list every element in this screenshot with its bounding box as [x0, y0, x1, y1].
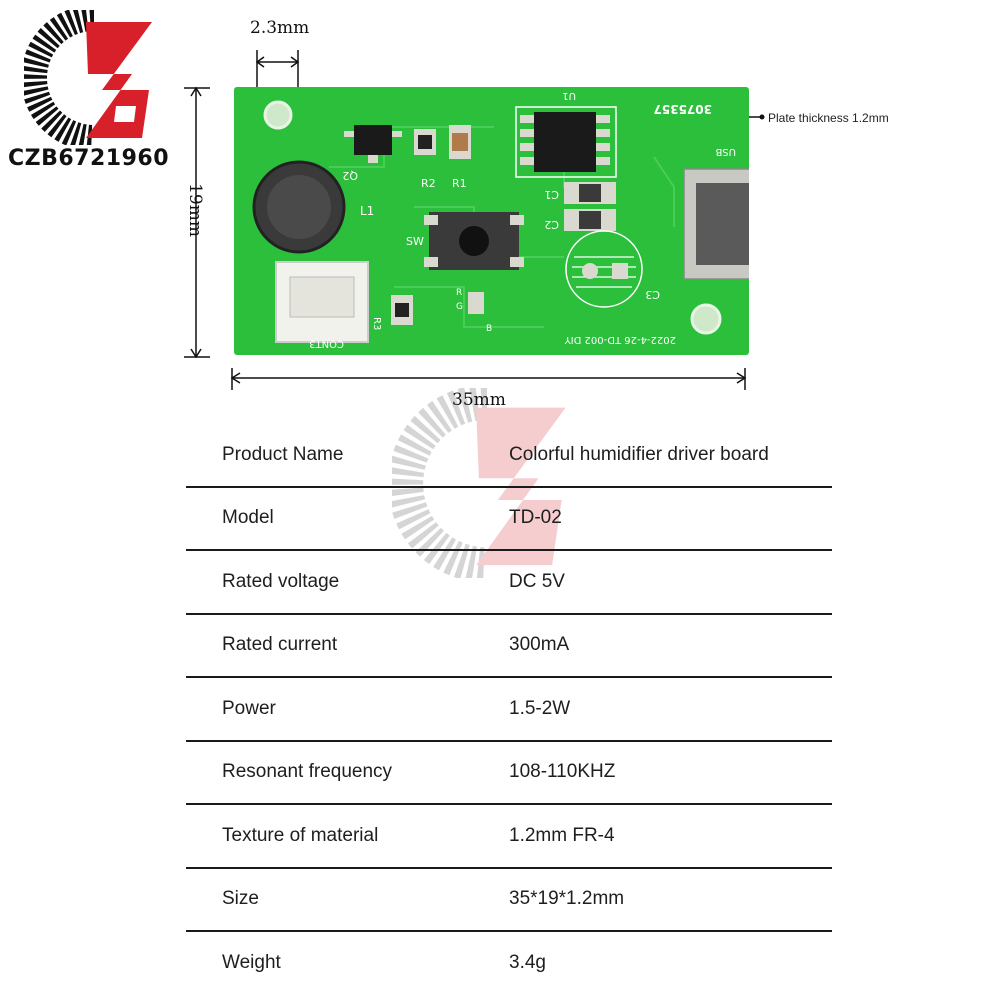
- serial-number: 3075357: [654, 102, 712, 116]
- spec-key: Rated current: [222, 634, 338, 656]
- capacitor-c3-outline: [565, 230, 643, 308]
- label-c2: C2: [544, 218, 559, 231]
- table-row: Size 35*19*1.2mm: [186, 869, 832, 932]
- label-l1: L1: [360, 204, 374, 218]
- label-c1: C1: [544, 188, 559, 201]
- spec-value: TD-02: [509, 507, 562, 529]
- label-r1: R1: [452, 177, 467, 190]
- spec-key: Weight: [222, 951, 281, 973]
- width-label: 35mm: [452, 390, 506, 410]
- logo-z-mark: [86, 22, 152, 138]
- ic-u1: [534, 112, 596, 172]
- table-row: Texture of material 1.2mm FR-4: [186, 805, 832, 869]
- table-row: Rated voltage DC 5V: [186, 551, 832, 615]
- spec-value: 1.2mm FR-4: [509, 824, 615, 846]
- spec-key: Texture of material: [222, 824, 379, 846]
- spec-value: 35*19*1.2mm: [509, 888, 625, 910]
- spec-value: Colorful humidifier driver board: [509, 443, 769, 465]
- label-led-b: B: [486, 324, 492, 334]
- label-cont3: CONT3: [309, 338, 344, 349]
- table-row: Rated current 300mA: [186, 615, 832, 678]
- label-usb: USB: [715, 146, 736, 157]
- table-row: Power 1.5-2W: [186, 678, 832, 742]
- hole-spacing-label: 2.3mm: [250, 18, 310, 38]
- dimension-lines: [184, 50, 765, 390]
- spec-table: Product Name Colorful humidifier driver b…: [186, 424, 832, 994]
- transistor-q2: [354, 125, 392, 155]
- table-row: Model TD-02: [186, 488, 832, 551]
- board-date-label: 2022-4-26 TD-002 DIY: [564, 334, 676, 345]
- spec-key: Resonant frequency: [222, 761, 393, 783]
- spec-value: DC 5V: [509, 570, 565, 592]
- label-sw: SW: [406, 235, 424, 248]
- switch-button: [459, 226, 489, 256]
- label-q2: Q2: [342, 169, 358, 182]
- ic-outline: [515, 106, 617, 178]
- spec-key: Power: [222, 697, 276, 719]
- table-row: Weight 3.4g: [186, 932, 832, 994]
- spec-value: 3.4g: [509, 951, 546, 973]
- spec-key: Rated voltage: [222, 570, 340, 592]
- height-label: 19mm: [184, 183, 205, 237]
- label-u1: U1: [562, 90, 576, 101]
- spec-key: Product Name: [222, 443, 344, 465]
- brand-logo: [24, 10, 152, 145]
- pcb-board: L1 Q2 R2 R1 U1 3075357 C1 C2 SW C3 USB: [234, 87, 749, 355]
- table-row: Product Name Colorful humidifier driver b…: [186, 424, 832, 488]
- spec-key: Size: [222, 888, 259, 910]
- mounting-hole: [263, 100, 293, 130]
- label-r3: R3: [371, 317, 382, 330]
- label-led-r: R: [456, 288, 462, 298]
- spec-value: 108-110KHZ: [509, 761, 616, 783]
- spec-value: 1.5-2W: [509, 697, 571, 719]
- plate-thickness-note: Plate thickness 1.2mm: [768, 111, 889, 125]
- table-row: Resonant frequency 108-110KHZ: [186, 742, 832, 805]
- store-code: CZB6721960: [8, 146, 170, 171]
- mounting-hole: [690, 303, 722, 335]
- label-r2: R2: [421, 177, 436, 190]
- label-led-g: G: [456, 302, 463, 312]
- rgb-led: [468, 292, 484, 314]
- logo-c-mark: [24, 10, 95, 145]
- spec-value: 300mA: [509, 634, 570, 656]
- label-c3: C3: [645, 288, 660, 301]
- spec-key: Model: [222, 507, 274, 529]
